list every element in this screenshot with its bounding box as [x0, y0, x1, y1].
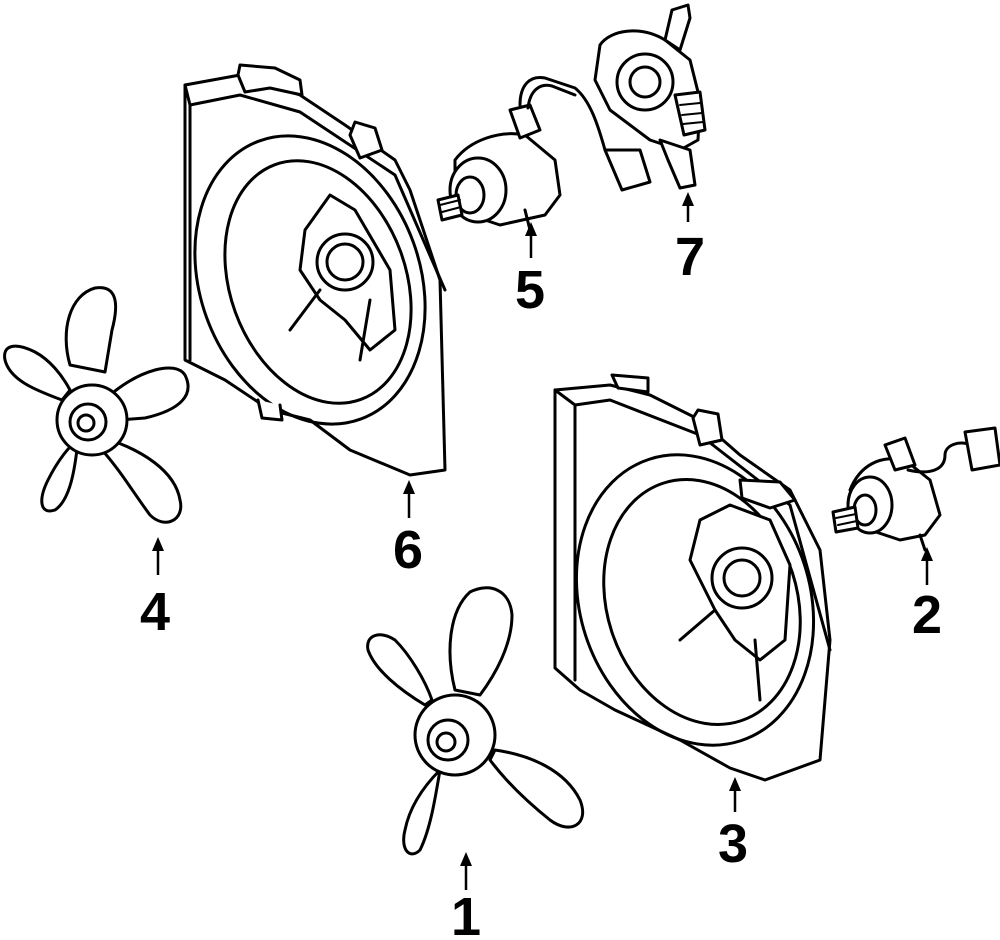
fan-motor-upper[interactable]	[436, 75, 652, 232]
fan-shroud-right[interactable]	[540, 373, 850, 782]
callout-label-3: 3	[718, 814, 748, 874]
callout-label-7: 7	[675, 227, 705, 287]
callout-label-2: 2	[912, 585, 942, 645]
callout-3: 3	[718, 777, 748, 874]
fan-shroud-left[interactable]	[156, 63, 464, 477]
callout-label-5: 5	[515, 260, 545, 320]
callout-4: 4	[140, 537, 170, 642]
callout-label-6: 6	[393, 520, 423, 580]
callout-7: 7	[675, 192, 705, 287]
callout-label-4: 4	[140, 582, 170, 642]
fan-blade-left[interactable]	[3, 286, 190, 524]
callout-2: 2	[912, 547, 942, 645]
callout-6: 6	[393, 480, 423, 580]
callout-1: 1	[451, 852, 481, 940]
fan-blade-lower[interactable]	[366, 586, 585, 856]
callout-label-1: 1	[451, 887, 481, 940]
callout-5: 5	[515, 222, 545, 320]
motor-bracket[interactable]	[593, 3, 707, 190]
fan-motor-right[interactable]	[831, 426, 1000, 552]
